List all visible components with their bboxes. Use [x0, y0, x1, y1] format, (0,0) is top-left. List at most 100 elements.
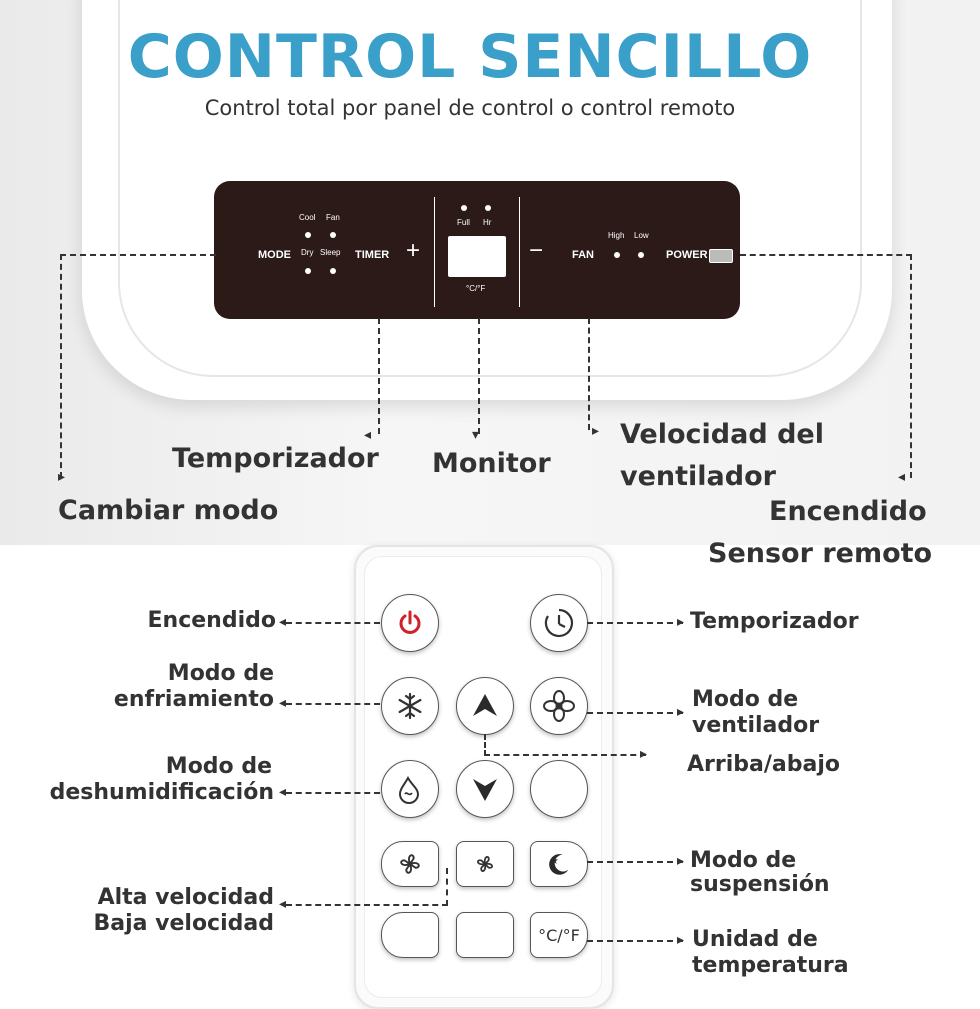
label-encendido: Encendido — [147, 608, 276, 633]
snowflake-icon — [398, 692, 422, 720]
cool-label: Cool — [299, 213, 316, 222]
mode-button[interactable]: MODE — [258, 249, 291, 261]
label-temporizador: Temporizador — [690, 609, 859, 634]
monitor-connector — [478, 318, 480, 434]
arriba-abajo-connector — [484, 734, 646, 756]
plus-button[interactable]: + — [406, 237, 421, 264]
fan-button[interactable]: FAN — [572, 249, 594, 261]
enfriamiento-connector — [286, 703, 380, 705]
callout-sensor-remoto: Sensor remoto — [708, 538, 933, 569]
label-ventilador-line1: Modo de — [692, 687, 799, 712]
arriba-abajo-arrow: ▸ — [640, 746, 648, 762]
page-title: CONTROL SENCILLO — [127, 22, 813, 92]
encendido-connector — [740, 254, 912, 478]
velocidad-connector — [588, 318, 590, 430]
unit-toggle-label: °C/°F — [538, 925, 580, 945]
low-label: Low — [634, 231, 649, 240]
label-ventilador-line2: ventilador — [692, 713, 820, 738]
divider-left — [434, 197, 435, 307]
cambiar-modo-connector — [60, 254, 216, 478]
page-subtitle: Control total por panel de control o con… — [204, 96, 736, 120]
control-panel: MODE Cool Fan Dry Sleep TIMER + Full Hr … — [214, 181, 740, 319]
sleep-indicator — [330, 268, 336, 274]
hr-label: Hr — [483, 218, 492, 227]
fan-icon — [400, 854, 420, 874]
dry-label: Dry — [301, 248, 314, 257]
remote-sensor — [709, 249, 733, 263]
label-enfriamiento-line1: Modo de — [167, 661, 274, 686]
callout-encendido: Encendido — [769, 496, 927, 527]
fan-indicator — [330, 232, 336, 238]
timer-icon — [544, 608, 574, 638]
high-label: High — [608, 231, 625, 240]
deshum-arrow: ◂ — [279, 784, 287, 800]
remote-low-speed-button[interactable] — [456, 841, 514, 887]
callout-cambiar-modo: Cambiar modo — [58, 495, 279, 526]
suspension-connector — [587, 861, 683, 863]
panel-display — [448, 236, 506, 277]
low-indicator — [638, 252, 644, 258]
remote-fan-mode-button[interactable] — [530, 677, 588, 735]
remote-up-button[interactable] — [456, 677, 514, 735]
power-button[interactable]: POWER — [666, 249, 708, 261]
velocidad-remote-connector — [286, 868, 448, 906]
ventilador-remote-connector — [587, 712, 683, 714]
deshum-connector — [286, 792, 380, 794]
unidad-arrow: ▸ — [677, 932, 685, 948]
divider-right — [519, 197, 520, 307]
power-icon — [399, 610, 421, 634]
temporizador-remote-arrow: ▸ — [677, 614, 685, 630]
full-indicator — [461, 205, 467, 211]
timer-button[interactable]: TIMER — [355, 249, 390, 261]
high-indicator — [614, 252, 620, 258]
ventilador-remote-arrow: ▸ — [677, 704, 685, 720]
encendido-remote-arrow: ◂ — [279, 614, 287, 630]
remote-cool-button[interactable] — [381, 677, 439, 735]
full-label: Full — [457, 218, 470, 227]
arrow-down-icon — [473, 779, 497, 801]
callout-temporizador: Temporizador — [172, 443, 379, 474]
fan-icon — [477, 856, 493, 872]
callout-velocidad-line2: ventilador — [620, 461, 776, 492]
suspension-arrow: ▸ — [677, 853, 685, 869]
monitor-arrow: ▾ — [472, 427, 480, 443]
remote-unit-button[interactable]: °C/°F — [530, 912, 588, 958]
label-unidad-line1: Unidad de — [692, 927, 818, 952]
minus-button[interactable]: − — [529, 237, 544, 264]
velocidad-arrow: ▸ — [592, 423, 600, 439]
remote-sleep-button[interactable] — [530, 841, 588, 887]
temporizador-arrow: ◂ — [364, 427, 372, 443]
droplet-icon — [398, 775, 420, 804]
temp-unit-label: °C/°F — [466, 284, 486, 293]
encendido-remote-connector — [286, 622, 380, 624]
remote-high-speed-button[interactable] — [381, 841, 439, 887]
sleep-label: Sleep — [320, 248, 341, 257]
hr-indicator — [485, 205, 491, 211]
callout-monitor: Monitor — [432, 448, 551, 479]
temporizador-remote-connector — [587, 622, 683, 624]
label-unidad-line2: temperatura — [692, 953, 849, 978]
encendido-arrow: ◂ — [898, 469, 906, 485]
cool-indicator — [305, 232, 311, 238]
enfriamiento-arrow: ◂ — [279, 695, 287, 711]
label-arriba-abajo: Arriba/abajo — [687, 752, 840, 777]
callout-velocidad-line1: Velocidad del — [620, 419, 824, 450]
label-suspension-line1: Modo de — [690, 848, 797, 873]
fan-icon — [543, 690, 575, 722]
remote-blank-left-button[interactable] — [381, 912, 439, 958]
label-suspension-line2: suspensión — [690, 872, 830, 897]
remote-blank-button[interactable] — [530, 760, 588, 818]
label-alta-velocidad: Alta velocidad — [97, 885, 274, 910]
label-deshum-line2: deshumidificación — [49, 780, 274, 805]
label-deshum-line1: Modo de — [165, 754, 272, 779]
label-baja-velocidad: Baja velocidad — [93, 911, 274, 936]
remote-power-button[interactable] — [381, 594, 439, 652]
remote-blank-middle-button[interactable] — [456, 912, 514, 958]
fan-small-label: Fan — [326, 213, 340, 222]
cambiar-modo-arrow: ▸ — [58, 469, 66, 485]
remote-down-button[interactable] — [456, 760, 514, 818]
unidad-connector — [587, 940, 683, 942]
remote-timer-button[interactable] — [530, 594, 588, 652]
remote-dehumidify-button[interactable] — [381, 760, 439, 818]
moon-icon — [549, 854, 569, 875]
